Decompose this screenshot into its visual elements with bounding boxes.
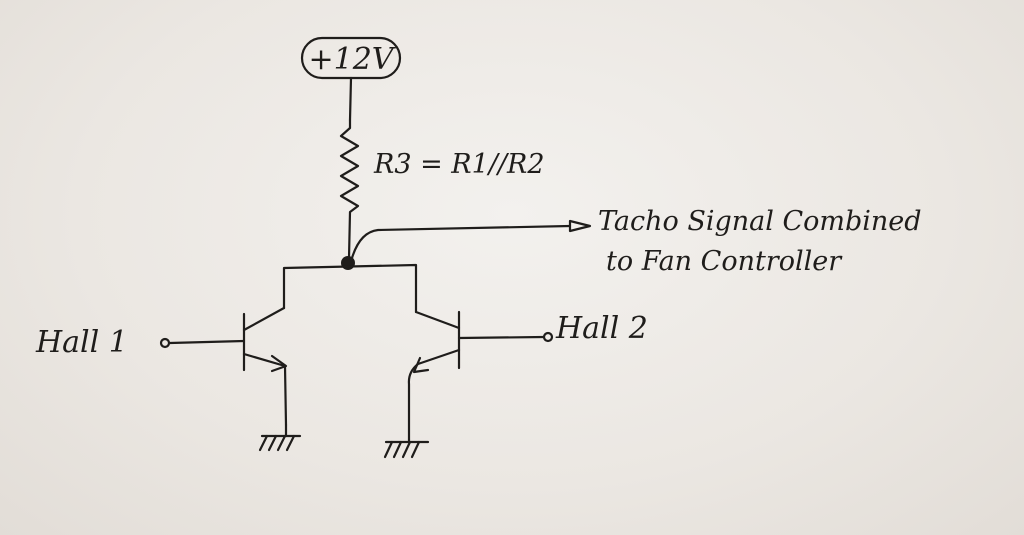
collector-bus [282,263,418,314]
q1-emitter-arrow [270,354,288,373]
ground-symbol-q1 [258,423,302,452]
q2-emitter-arrow [412,356,430,374]
tacho-output-label-line1: Tacho Signal Combined [598,206,922,237]
q2-emitter [407,348,461,442]
q1-emitter [242,352,288,427]
ground-hatch-q2 [383,440,421,459]
hall2-label: Hall 2 [555,311,648,346]
supply-terminal: +12V [300,36,402,80]
hall1-label: Hall 1 [35,325,128,360]
q1-collector [242,306,286,332]
resistor-label: R3 = R1//R2 [373,149,545,180]
supply-wire [348,76,353,122]
resistor-r3 [339,118,360,260]
supply-label: +12V [309,42,397,77]
ground-symbol-q2 [383,438,430,459]
ground-hatch-q1 [258,434,296,452]
q2-collector [414,310,461,330]
q2-base-wire [457,335,546,340]
hall1-input-terminal [159,337,171,349]
q1-base-wire [168,339,246,345]
tacho-output-wire [350,224,572,260]
tacho-output-label-line2: to Fan Controller [606,246,843,277]
hall2-input-terminal [542,331,554,343]
transistor-q2 [407,310,554,442]
tacho-output-arrowhead [568,219,592,233]
transistor-q1 [159,306,288,427]
